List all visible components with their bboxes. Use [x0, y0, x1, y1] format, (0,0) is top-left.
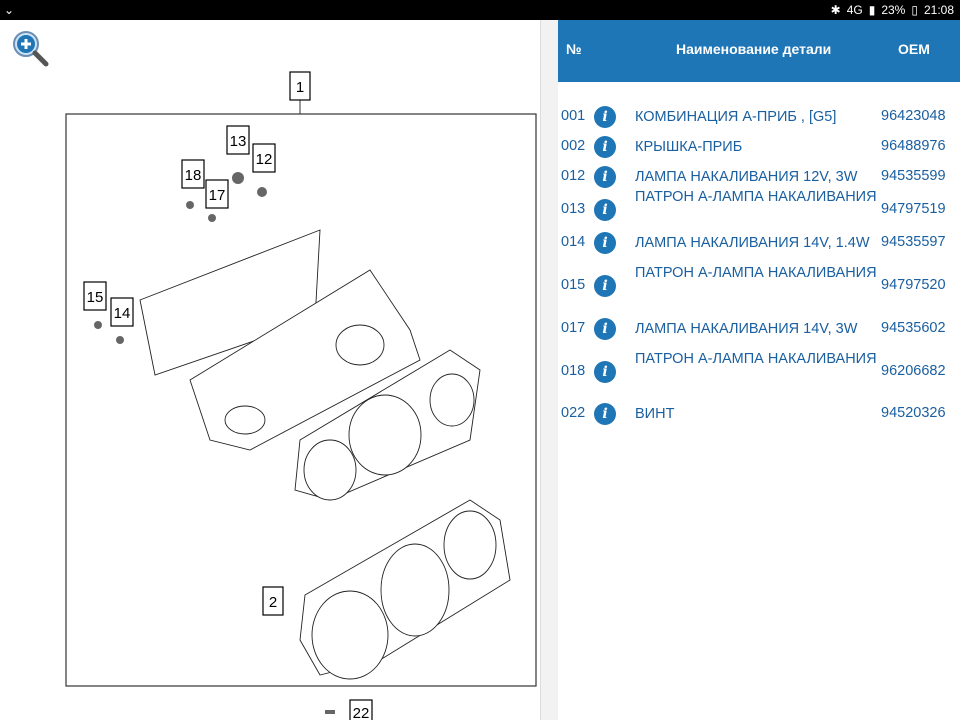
- row-number: 013: [561, 201, 586, 217]
- exploded-view-drawing: 1 2 12 13 14 15 17 18 22: [65, 71, 537, 720]
- info-icon[interactable]: i: [594, 136, 616, 158]
- table-row[interactable]: 018 i ПАТРОН А-ЛАМПА НАКАЛИВАНИЯ 9620668…: [558, 346, 960, 400]
- oem-number: 96488976: [881, 138, 946, 154]
- row-number: 002: [561, 138, 586, 154]
- callout-14: 14: [114, 305, 131, 322]
- callout-12: 12: [256, 151, 273, 168]
- row-number: 022: [561, 405, 586, 421]
- row-number: 018: [561, 363, 586, 379]
- info-icon[interactable]: i: [594, 318, 616, 340]
- row-number: 012: [561, 168, 586, 184]
- callout-13: 13: [230, 133, 247, 150]
- part-name: ПАТРОН А-ЛАМПА НАКАЛИВАНИЯ: [635, 265, 877, 281]
- table-row[interactable]: 013 i ПАТРОН А-ЛАМПА НАКАЛИВАНИЯ 9479751…: [558, 184, 960, 238]
- oem-number: 94797520: [881, 277, 946, 293]
- header-part-name[interactable]: Наименование детали: [676, 41, 832, 57]
- callout-15: 15: [87, 289, 104, 306]
- oem-number: 96423048: [881, 108, 946, 124]
- callout-17: 17: [209, 187, 226, 204]
- callout-18: 18: [185, 167, 202, 184]
- oem-number: 94535602: [881, 320, 946, 336]
- clock: 21:08: [923, 3, 954, 17]
- table-row[interactable]: 017 i ЛАМПА НАКАЛИВАНИЯ 14V, 3W 94535602: [558, 317, 960, 340]
- zoom-in-button[interactable]: [10, 28, 50, 68]
- table-row[interactable]: 022 i ВИНТ 94520326: [558, 403, 960, 425]
- oem-number: 96206682: [881, 363, 946, 379]
- bluetooth-icon: ✱: [830, 3, 841, 17]
- table-row[interactable]: 012 i ЛАМПА НАКАЛИВАНИЯ 12V, 3W 94535599: [558, 166, 960, 188]
- info-icon[interactable]: i: [594, 106, 616, 128]
- part-name: КОМБИНАЦИЯ А-ПРИБ , [G5]: [635, 109, 837, 125]
- part-name: КРЫШКА-ПРИБ: [635, 139, 743, 155]
- pane-divider[interactable]: [540, 20, 559, 720]
- status-right: ✱ 4G ▮ 23% ▯ 21:08: [831, 3, 954, 17]
- part-name: ЛАМПА НАКАЛИВАНИЯ 14V, 1.4W: [635, 235, 870, 251]
- oem-number: 94520326: [881, 405, 946, 421]
- callout-2: 2: [269, 594, 277, 611]
- table-row[interactable]: 002 i КРЫШКА-ПРИБ 96488976: [558, 136, 960, 158]
- row-number: 017: [561, 320, 586, 336]
- signal-icon: ▮: [868, 3, 876, 17]
- info-icon[interactable]: i: [594, 361, 616, 383]
- info-icon[interactable]: i: [594, 403, 616, 425]
- parts-table: № Наименование детали OEM 001 i КОМБИНАЦ…: [558, 20, 960, 720]
- table-row[interactable]: 015 i ПАТРОН А-ЛАМПА НАКАЛИВАНИЯ 9479752…: [558, 260, 960, 314]
- info-icon[interactable]: i: [594, 166, 616, 188]
- part-name: ВИНТ: [635, 406, 675, 422]
- part-name: ЛАМПА НАКАЛИВАНИЯ 12V, 3W: [635, 169, 858, 185]
- battery-icon: ▯: [911, 3, 918, 17]
- oem-number: 94535597: [881, 234, 946, 250]
- zoom-in-icon: [13, 31, 49, 67]
- status-bar: ⌄ ✱ 4G ▮ 23% ▯ 21:08: [0, 0, 960, 20]
- part-name: ПАТРОН А-ЛАМПА НАКАЛИВАНИЯ: [635, 351, 877, 367]
- battery-percent: 23%: [881, 3, 906, 17]
- row-number: 001: [561, 108, 586, 124]
- row-number: 015: [561, 277, 586, 293]
- network-type: 4G: [846, 3, 863, 17]
- part-name: ЛАМПА НАКАЛИВАНИЯ 14V, 3W: [635, 321, 858, 337]
- row-number: 014: [561, 234, 586, 250]
- part-name: ПАТРОН А-ЛАМПА НАКАЛИВАНИЯ: [635, 189, 877, 205]
- callout-1: 1: [296, 79, 304, 96]
- table-header: № Наименование детали OEM: [558, 20, 960, 82]
- info-icon[interactable]: i: [594, 199, 616, 221]
- info-icon[interactable]: i: [594, 232, 616, 254]
- info-icon[interactable]: i: [594, 275, 616, 297]
- oem-number: 94535599: [881, 168, 946, 184]
- table-row[interactable]: 014 i ЛАМПА НАКАЛИВАНИЯ 14V, 1.4W 945355…: [558, 231, 960, 254]
- header-oem[interactable]: OEM: [898, 41, 930, 57]
- header-number[interactable]: №: [566, 41, 582, 57]
- callout-22: 22: [353, 705, 370, 720]
- oem-number: 94797519: [881, 201, 946, 217]
- parts-diagram[interactable]: 1 2 12 13 14 15 17 18 22: [0, 20, 540, 720]
- table-row[interactable]: 001 i КОМБИНАЦИЯ А-ПРИБ , [G5] 96423048: [558, 106, 960, 128]
- chevron-down-icon: ⌄: [4, 3, 15, 17]
